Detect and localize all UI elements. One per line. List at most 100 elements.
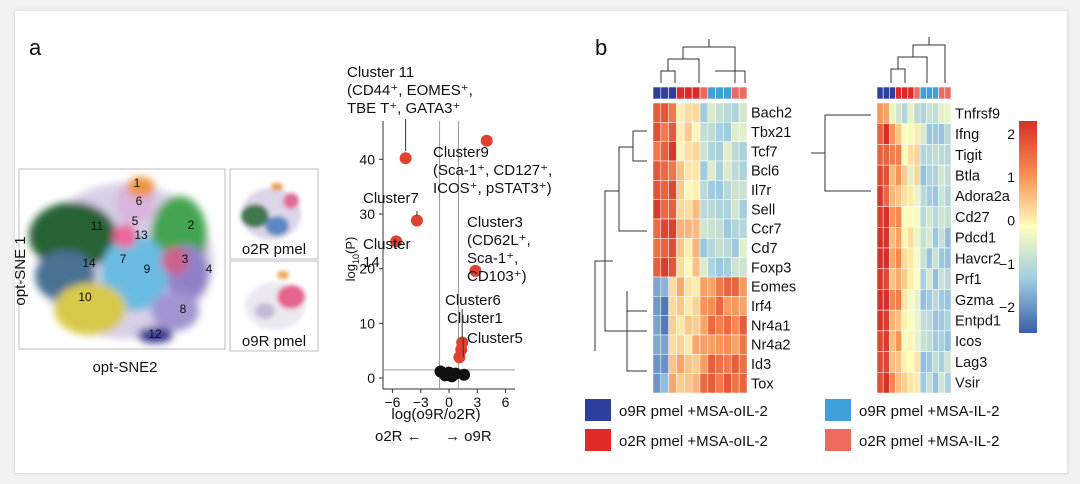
heatmap-cell bbox=[715, 276, 724, 297]
heatmap-cell bbox=[738, 160, 748, 181]
heatmap-cell bbox=[913, 144, 921, 166]
panel-label-a: a bbox=[29, 35, 42, 60]
legend-swatch bbox=[825, 429, 851, 451]
heatmap-cell bbox=[926, 206, 933, 228]
heatmap-cell bbox=[699, 257, 709, 278]
heatmap-cell bbox=[660, 141, 669, 162]
heatmap-cell bbox=[676, 276, 685, 297]
heatmap-cell bbox=[738, 334, 748, 355]
gene-label-ccr7: Ccr7 bbox=[751, 222, 782, 238]
heatmap-cell bbox=[738, 354, 748, 374]
gene-label-icos: Icos bbox=[955, 334, 982, 350]
heatmap-cell bbox=[901, 247, 909, 269]
heatmap-cell bbox=[715, 160, 724, 181]
heatmap-cell bbox=[932, 268, 939, 290]
heatmap-cell bbox=[699, 334, 709, 355]
heatmap-cell bbox=[876, 102, 884, 124]
heatmap-cell bbox=[913, 268, 921, 290]
volcano-x-axis-label: log(o9R/o2R) bbox=[391, 406, 480, 423]
tsne-cluster-label: 12 bbox=[148, 327, 162, 341]
gene-label-havcr2: Havcr2 bbox=[955, 251, 1001, 267]
heatmap-cell bbox=[926, 164, 933, 187]
dendrogram-branch bbox=[660, 39, 746, 83]
colorbar-tick: −1 bbox=[999, 256, 1015, 272]
gene-label-pdcd1: Pdcd1 bbox=[955, 231, 996, 247]
heatmap-cell bbox=[919, 289, 927, 311]
heatmap-cell bbox=[660, 122, 669, 142]
gene-label-foxp3: Foxp3 bbox=[751, 260, 791, 276]
heatmap-cell bbox=[882, 330, 890, 352]
heatmap-cell bbox=[913, 309, 921, 332]
heatmap-cell bbox=[938, 372, 946, 394]
heatmap-cell bbox=[707, 160, 716, 181]
heatmap-cell bbox=[932, 144, 939, 166]
heatmap-cell bbox=[723, 257, 732, 278]
heatmap-cell bbox=[699, 122, 709, 142]
heatmap-cell bbox=[707, 180, 716, 200]
heatmap-cell bbox=[652, 122, 662, 142]
heatmap-cell bbox=[684, 199, 693, 220]
heatmap-cell bbox=[938, 144, 946, 166]
heatmap-cell bbox=[691, 276, 701, 297]
colorbar-tick: 1 bbox=[1007, 169, 1015, 185]
heatmap-cell bbox=[944, 123, 952, 145]
volcano-point-ns bbox=[458, 368, 471, 381]
legend-label: o9R pmel +MSA-oIL-2 bbox=[619, 403, 768, 420]
heatmap-cell bbox=[889, 206, 896, 228]
heatmap-cell bbox=[668, 296, 677, 316]
heatmap-cell bbox=[895, 309, 902, 332]
heatmap-cell bbox=[876, 206, 884, 228]
heatmap-cell bbox=[723, 238, 732, 258]
heatmap-cell bbox=[652, 334, 662, 355]
heatmap-cell bbox=[907, 330, 915, 352]
heatmap-cell bbox=[715, 199, 724, 220]
heatmap-cell bbox=[731, 141, 740, 162]
tsne-cluster-label: 10 bbox=[78, 290, 92, 304]
heatmap-cell bbox=[876, 330, 884, 352]
volcano-point-cluster11 bbox=[399, 152, 412, 165]
tsne-cluster-label: 13 bbox=[134, 228, 148, 242]
heatmap-cell bbox=[707, 276, 716, 297]
heatmap-cell bbox=[676, 334, 685, 355]
heatmap-cell bbox=[895, 372, 902, 394]
volcano-x-tick: −6 bbox=[384, 394, 400, 410]
heatmap-cell bbox=[932, 309, 939, 332]
heatmap-cell bbox=[944, 247, 952, 269]
heatmap-cell bbox=[876, 372, 884, 394]
heatmap-cell bbox=[715, 334, 724, 355]
heatmap-group-cell bbox=[660, 86, 669, 100]
heatmap-cell bbox=[660, 218, 669, 239]
tsne-cluster-label: 7 bbox=[120, 252, 127, 266]
heatmap-cell bbox=[684, 218, 693, 239]
heatmap-cell bbox=[876, 247, 884, 269]
heatmap-group-cell bbox=[889, 86, 896, 100]
heatmap-cell bbox=[932, 289, 939, 311]
direction-o2r: o2R ← bbox=[375, 428, 422, 445]
heatmap-cell bbox=[691, 238, 701, 258]
heatmap-right: Tnfrsf9IfngTigitBtlaAdora2aCd27Pdcd1Havc… bbox=[876, 86, 1011, 394]
heatmap-cell bbox=[926, 227, 933, 249]
heatmap-cell bbox=[876, 144, 884, 166]
heatmap-cell bbox=[895, 268, 902, 290]
heatmap-cell bbox=[699, 199, 709, 220]
heatmap-group-cell bbox=[919, 86, 927, 100]
heatmap-cell bbox=[901, 351, 909, 373]
heatmap-cell bbox=[652, 315, 662, 336]
heatmap-cell bbox=[944, 372, 952, 394]
heatmap-cell bbox=[731, 354, 740, 374]
heatmap-cell bbox=[738, 199, 748, 220]
heatmap-cell bbox=[731, 238, 740, 258]
heatmap-cell bbox=[684, 334, 693, 355]
heatmap-cell bbox=[901, 330, 909, 352]
heatmap-cell bbox=[723, 199, 732, 220]
heatmap-cell bbox=[668, 102, 677, 123]
heatmap-cell bbox=[889, 330, 896, 352]
heatmap-cell bbox=[707, 238, 716, 258]
heatmap-cell bbox=[676, 354, 685, 374]
tsne-cluster-label: 5 bbox=[132, 214, 139, 228]
heatmap-cell bbox=[707, 257, 716, 278]
heatmap-cell bbox=[715, 141, 724, 162]
heatmap-cell bbox=[676, 218, 685, 239]
